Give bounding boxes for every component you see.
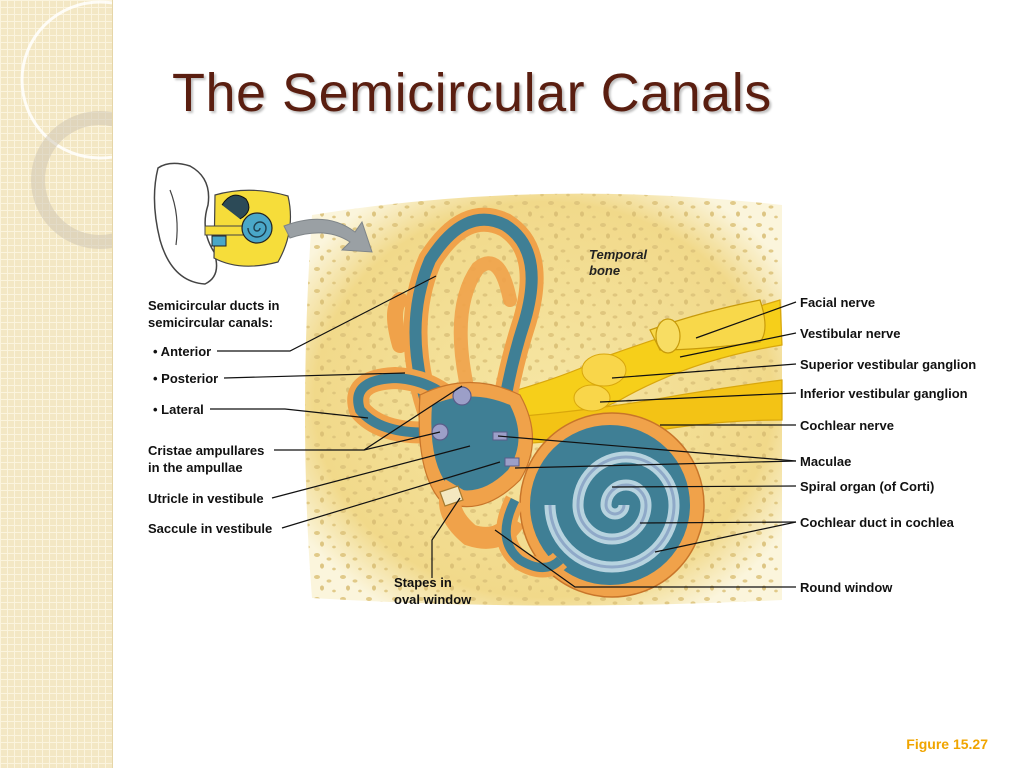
facial-nerve-label: Facial nerve <box>800 295 876 310</box>
saccule-label: Saccule in vestibule <box>148 521 273 536</box>
semicircular-ducts-label-line-1: Semicircular ducts in <box>148 298 280 313</box>
decorative-circles <box>20 0 112 249</box>
nerve-bundle <box>479 299 783 446</box>
inferior-ganglion-label: Inferior vestibular ganglion <box>800 386 968 401</box>
temporal-bone-label-line-1: Temporal <box>589 247 648 262</box>
semicircular-ducts-label: Semicircular ducts in semicircular canal… <box>148 297 280 331</box>
lateral-label: • Lateral <box>153 402 204 417</box>
superior-ganglion-label: Superior vestibular ganglion <box>800 357 977 372</box>
leader-lines <box>210 275 797 588</box>
semicircular-ducts-label-line-2: semicircular canals: <box>148 315 274 330</box>
cristae-label-line-1: Cristae ampullares <box>148 443 265 458</box>
ear-locator-sketch <box>153 162 292 285</box>
round-window-label: Round window <box>800 580 893 595</box>
cristae-label-line-2: in the ampullae <box>148 460 243 475</box>
stapes-label-line-1: Stapes in <box>394 575 452 590</box>
cochlear-duct-label: Cochlear duct in cochlea <box>800 515 954 530</box>
arrow-icon <box>283 218 373 253</box>
decorative-side-strip <box>0 0 113 768</box>
vestibular-nerve-label: Vestibular nerve <box>800 326 901 341</box>
figure-reference: Figure 15.27 <box>906 736 988 752</box>
maculae-label: Maculae <box>800 454 852 469</box>
cristae-label: Cristae ampullares in the ampullae <box>148 442 264 476</box>
cochlear-nerve-label: Cochlear nerve <box>800 418 894 433</box>
utricle-label: Utricle in vestibule <box>148 491 264 506</box>
posterior-label: • Posterior <box>153 371 219 386</box>
anterior-label: • Anterior <box>153 344 212 359</box>
spiral-organ-label: Spiral organ (of Corti) <box>800 479 935 494</box>
slide-title: The Semicircular Canals <box>172 63 772 123</box>
temporal-bone-label: Temporal bone <box>589 247 647 279</box>
temporal-bone-label-line-2: bone <box>589 263 621 278</box>
stapes-label-line-2: oval window <box>394 592 472 607</box>
stapes-label: Stapes in oval window <box>394 574 471 608</box>
